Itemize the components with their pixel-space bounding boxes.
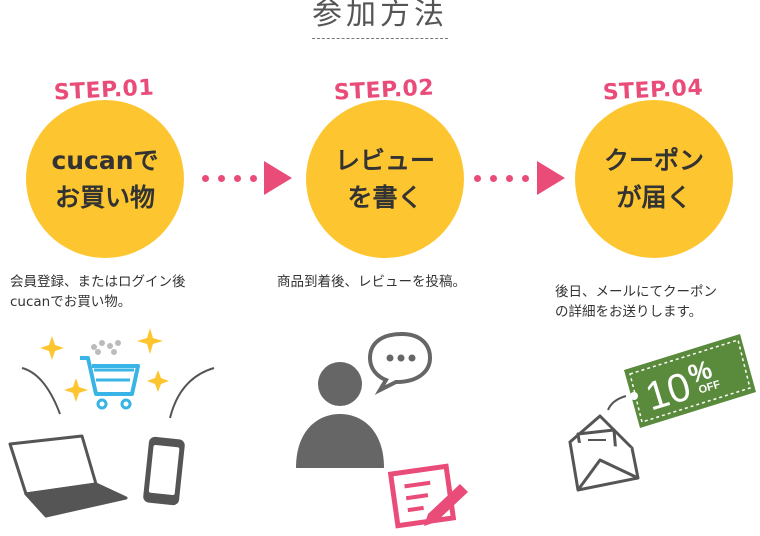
page-title: 参加方法 <box>312 0 448 32</box>
step2-circle: レビュー を書く <box>306 100 464 258</box>
step1-title-line2: お買い物 <box>54 183 155 212</box>
step2-title-line2: を書く <box>347 183 423 212</box>
arrow-right-icon <box>537 161 565 195</box>
envelope-icon <box>568 414 640 492</box>
step4-title-line1: クーポン <box>603 146 704 175</box>
step4-description: 後日、メールにてクーポン の詳細をお送りします。 <box>555 282 717 322</box>
step4-desc-line1: 後日、メールにてクーポン <box>555 284 717 300</box>
coupon-illustration: 10 % OFF <box>568 334 756 492</box>
speech-bubble-icon <box>367 331 433 395</box>
step2-desc-line1: 商品到着後、レビューを投稿。 <box>277 274 466 290</box>
shopping-illustration <box>8 328 215 518</box>
coupon-tag-icon: 10 % OFF <box>624 334 756 428</box>
step4-desc-line2: の詳細をお送りします。 <box>555 304 703 320</box>
step4-circle: クーポン が届く <box>575 100 733 258</box>
step1-desc-line2: cucanでお買い物。 <box>10 294 132 310</box>
step2-title-line1: レビュー <box>334 146 435 175</box>
memo-pen-icon <box>387 463 468 529</box>
step-connector-dots <box>202 175 273 183</box>
step1-circle: cucanで お買い物 <box>26 100 184 258</box>
review-illustration <box>296 331 468 529</box>
title-divider <box>312 38 448 39</box>
shopping-cart-icon <box>80 340 140 410</box>
laptop-icon <box>8 434 128 518</box>
smartphone-icon <box>143 436 185 506</box>
step1-desc-line1: 会員登録、またはログイン後 <box>10 274 186 290</box>
user-icon <box>296 362 384 468</box>
step1-title-line1: cucanで <box>51 146 159 175</box>
step-connector-dots <box>474 175 545 183</box>
arrow-right-icon <box>264 161 292 195</box>
step4-title-line2: が届く <box>616 183 692 212</box>
step2-description: 商品到着後、レビューを投稿。 <box>277 272 466 292</box>
sparkle-icon <box>40 328 169 402</box>
step1-description: 会員登録、またはログイン後 cucanでお買い物。 <box>10 272 186 312</box>
